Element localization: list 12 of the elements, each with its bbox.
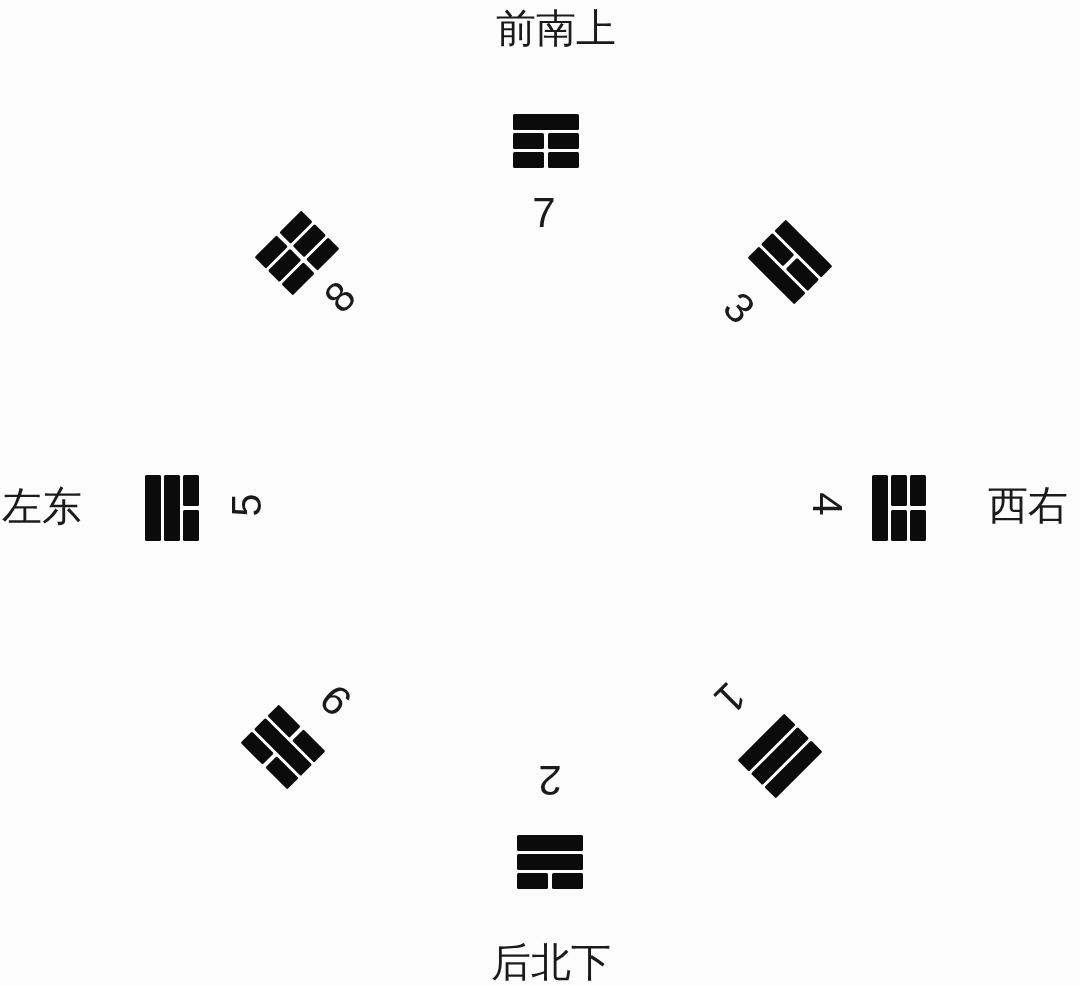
trigram-number: 8 [316,273,364,321]
trigram-number: 7 [532,192,556,234]
direction-label: 西右 [988,485,1068,525]
trigram-number: 5 [226,493,268,517]
direction-label: 前南上 [496,8,616,48]
trigram-number: 1 [706,674,754,722]
trigram-number: 2 [538,759,562,801]
direction-label: 左东 [2,486,82,526]
direction-label: 后北下 [491,942,611,982]
trigram-number: 9 [312,676,360,724]
trigram-number: 3 [715,284,763,332]
trigram-number: 4 [806,492,848,516]
